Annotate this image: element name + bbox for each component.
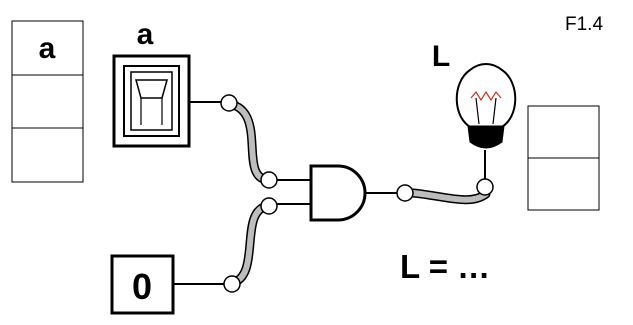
node-gate-input-1 bbox=[260, 171, 278, 189]
figure-id: F1.4 bbox=[565, 14, 603, 35]
truth-table-right bbox=[527, 105, 600, 211]
node-switch-output bbox=[220, 94, 238, 112]
and-gate bbox=[309, 164, 367, 222]
switch-a bbox=[112, 54, 191, 148]
node-gate-output bbox=[396, 184, 414, 202]
wire-switch-to-gate bbox=[189, 99, 311, 185]
connection-nodes bbox=[220, 94, 494, 293]
wire-constant-to-gate bbox=[173, 201, 311, 288]
node-gate-input-2 bbox=[260, 197, 278, 215]
constant-input-box: 0 bbox=[110, 254, 175, 315]
equation: L = … bbox=[400, 248, 490, 285]
truth-table-left-header: a bbox=[39, 32, 56, 65]
switch-label: a bbox=[137, 18, 154, 51]
constant-input-value: 0 bbox=[132, 266, 152, 307]
node-constant-output bbox=[223, 275, 241, 293]
node-lamp-input bbox=[476, 178, 494, 196]
wire-gate-to-lamp bbox=[365, 150, 491, 205]
lightbulb-icon bbox=[455, 63, 517, 149]
truth-table-left: a bbox=[11, 20, 84, 183]
lamp-label: L bbox=[432, 40, 450, 73]
